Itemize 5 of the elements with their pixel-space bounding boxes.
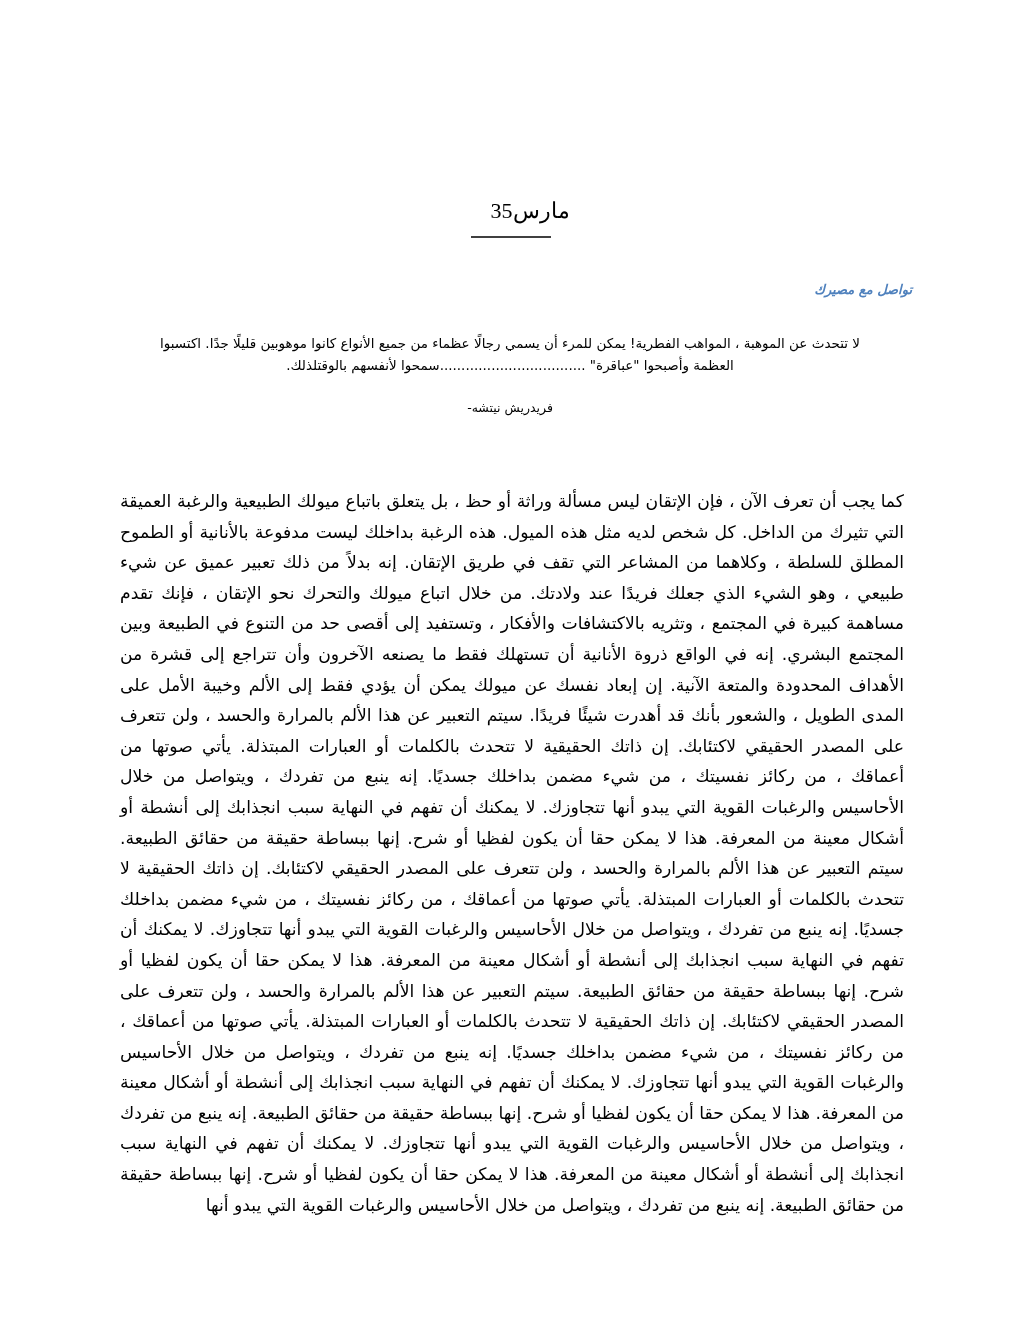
quotation: لا تتحدث عن الموهبة ، المواهب الفطرية! يمكن للمرء أن يسمي رجالًا عظماء من جميع الأنواع كانوا موهوبين قليلًا جدًا. اكتسبوا العظمة وأصبحوا "عباقرة" ..................................سمحوا لأنفسهم بالوقتلذلك.: [158, 333, 861, 376]
body-paragraph: كما يجب أن تعرف الآن ، فإن الإتقان ليس مسألة وراثة أو حظ ، بل يتعلق باتباع ميولك الطبيعية والرغبة العميقة التي تثيرك من الداخل. كل شخص لديه مثل هذه الميول. هذه الرغبة بداخلك ليست مدفوعة بالأنانية أو الطموح المطلق للسلطة ، وكلاهما من المشاعر التي تقف في طريق الإتقان. إنه بدلاً من ذلك تعبير عميق عن شيء طبيعي ، وهو الشيء الذي جعلك فريدًا عند ولادتك. من خلال اتباع ميولك والتحرك نحو الإتقان ، فإنك تقدم مساهمة كبيرة في المجتمع ، وتثريه بالاكتشافات والأفكار ، وتستفيد إلى أقصى حد من التنوع في الطبيعة وبين المجتمع البشري. إنه في الواقع ذروة الأنانية أن تستهلك فقط ما يصنعه الآخرون وأن تتراجع إلى قشرة من الأهداف المحدودة والمتعة الآنية. إن إبعاد نفسك عن ميولك يمكن أن يؤدي فقط إلى الألم وخيبة الأمل على المدى الطويل ، والشعور بأنك قد أهدرت شيئًا فريدًا. سيتم التعبير عن هذا الألم بالمرارة والحسد ، ولن تتعرف على المصدر الحقيقي لاكتئابك. إن ذاتك الحقيقية لا تتحدث بالكلمات أو العبارات المبتذلة. يأتي صوتها من أعماقك ، من ركائز نفسيتك ، من شيء مضمن بداخلك جسديًا. إنه ينبع من تفردك ، ويتواصل من خلال الأحاسيس والرغبات القوية التي يبدو أنها تتجاوزك. لا يمكنك أن تفهم في النهاية سبب انجذابك إلى أنشطة أو أشكال معينة من المعرفة. هذا لا يمكن حقا أن يكون لفظيا أو شرح. إنها ببساطة حقيقة من حقائق الطبيعة. سيتم التعبير عن هذا الألم بالمرارة والحسد ، ولن تتعرف على المصدر الحقيقي لاكتئابك. إن ذاتك الحقيقية لا تتحدث بالكلمات أو العبارات المبتذلة. يأتي صوتها من أعماقك ، من ركائز نفسيتك ، من شيء مضمن بداخلك جسديًا. إنه ينبع من تفردك ، ويتواصل من خلال الأحاسيس والرغبات القوية التي يبدو أنها تتجاوزك. لا يمكنك أن تفهم في النهاية سبب انجذابك إلى أنشطة أو أشكال معينة من المعرفة. هذا لا يمكن حقا أن يكون لفظيا أو شرح. إنها ببساطة حقيقة من حقائق الطبيعة. سيتم التعبير عن هذا الألم بالمرارة والحسد ، ولن تتعرف على المصدر الحقيقي لاكتئابك. إن ذاتك الحقيقية لا تتحدث بالكلمات أو العبارات المبتذلة. يأتي صوتها من أعماقك ، من ركائز نفسيتك ، من شيء مضمن بداخلك جسديًا. إنه ينبع من تفردك ، ويتواصل من خلال الأحاسيس والرغبات القوية التي يبدو أنها تتجاوزك. لا يمكنك أن تفهم في النهاية سبب انجذابك إلى أنشطة أو أشكال معينة من المعرفة. هذا لا يمكن حقا أن يكون لفظيا أو شرح. إنها ببساطة حقيقة من حقائق الطبيعة. إنه ينبع من تفردك ، ويتواصل من خلال الأحاسيس والرغبات القوية التي يبدو أنها تتجاوزك. لا يمكنك أن تفهم في النهاية سبب انجذابك إلى أنشطة أو أشكال معينة من المعرفة. هذا لا يمكن حقا أن يكون لفظيا أو شرح. إنها ببساطة حقيقة من حقائق الطبيعة. إنه ينبع من تفردك ، ويتواصل من خلال الأحاسيس والرغبات القوية التي يبدو أنها: [120, 488, 904, 1218]
page-title: مارس35: [489, 198, 571, 224]
quote-attribution: -فريدريش نيتشه: [466, 400, 554, 415]
section-heading: تواصل مع مصيرك: [813, 282, 912, 297]
